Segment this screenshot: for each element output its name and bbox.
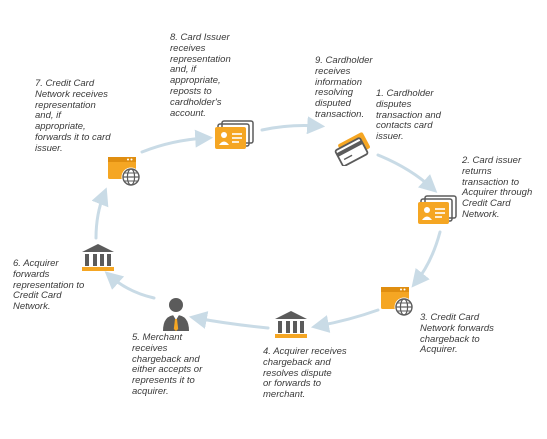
step-5-label: 5. Merchant receives chargeback and eith… — [132, 332, 203, 397]
step-4-label: 4. Acquirer receives chargeback and reso… — [263, 346, 347, 401]
acquirer-bank-icon — [273, 310, 309, 340]
merchant-person-icon — [160, 296, 192, 332]
acquirer-bank-icon — [80, 243, 116, 273]
arrow-3-to-4 — [310, 308, 380, 333]
arrow-5-to-6 — [104, 271, 156, 300]
card-issuer-icon — [417, 194, 459, 226]
arrow-4-to-5 — [188, 311, 270, 330]
card-issuer-icon — [214, 119, 256, 151]
step-9-label: 9. Cardholder receives information resol… — [315, 55, 373, 120]
step-8-label: 8. Card Issuer receives representation a… — [170, 32, 231, 119]
arrow-8-to-9 — [260, 116, 326, 135]
step-6-label: 6. Acquirer forwards representation to C… — [13, 258, 85, 313]
arrow-2-to-3 — [411, 230, 442, 288]
arrow-7-to-8 — [140, 129, 214, 154]
arrow-6-to-7 — [91, 187, 109, 240]
card-network-icon — [380, 285, 416, 319]
step-1-label: 1. Cardholder disputes transaction and c… — [376, 88, 441, 143]
step-7-label: 7. Credit Card Network receives represen… — [35, 78, 111, 154]
step-3-label: 3. Credit Card Network forwards chargeba… — [420, 312, 494, 356]
arrow-1-to-2 — [376, 153, 438, 193]
step-2-label: 2. Card issuer returns transaction to Ac… — [462, 155, 533, 220]
credit-card-icon — [333, 130, 377, 166]
card-network-icon — [107, 155, 143, 189]
